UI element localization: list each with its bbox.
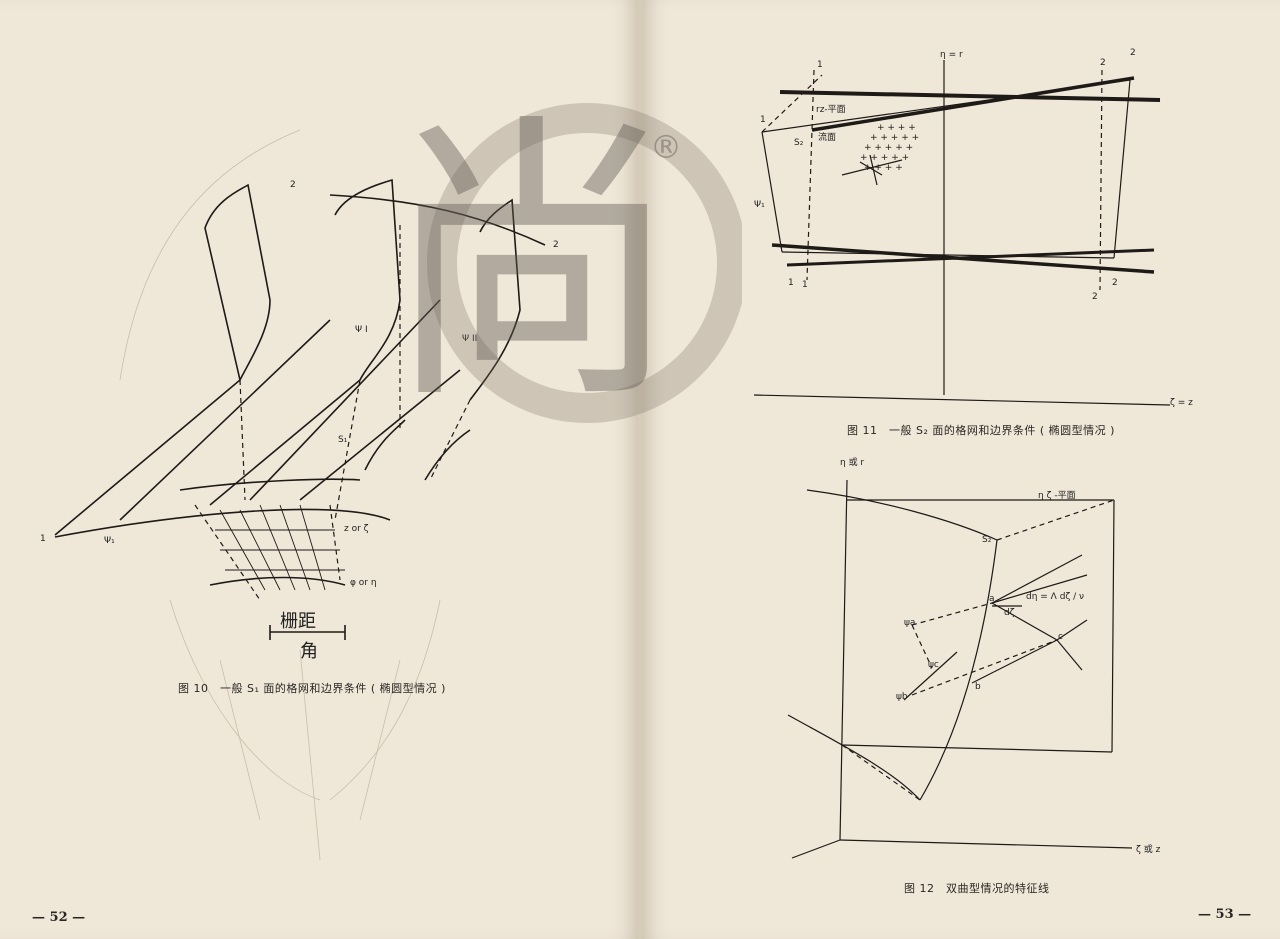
svg-text:+ + + +: + + + + [877, 123, 916, 133]
label-zeta-z: ζ = z [1170, 398, 1193, 408]
left-page: 2 2 1 Ψ₁ Ψ I Ψ II S₁ z or ζ φ or η 栅距 角 … [0, 0, 638, 939]
label-s1: S₁ [338, 435, 348, 445]
label-eta-zeta-plane: η ζ -平面 [1038, 491, 1076, 501]
label-formula: dη = Λ dζ / ν [1026, 592, 1085, 602]
label-2-top-b: 2 [1130, 48, 1136, 58]
label-psi-c: ψc [928, 660, 939, 670]
label-flow-surface: 流面 [818, 133, 837, 143]
label-1-bottom-b: 1 [802, 280, 808, 290]
svg-text:+ + + + +: + + + + + [870, 133, 919, 143]
figure10-drawing [54, 129, 546, 861]
watermark-glyph: 尚 [382, 90, 682, 439]
right-page: + + + + + + + + + + + + + + + + + + + + … [642, 0, 1280, 939]
label-2-top: 2 [290, 180, 296, 190]
label-z-or-zeta: z or ζ [344, 524, 369, 534]
label-psi1-fig11: Ψ₁ [754, 200, 765, 210]
publisher-watermark: 尚 ® [322, 58, 742, 458]
label-phi-or-eta: φ or η [350, 578, 377, 588]
label-point-c: c [1058, 632, 1063, 642]
label-eta-or-r: η 或 r [840, 458, 865, 468]
page-number-right: — 53 — [1198, 907, 1252, 922]
label-eta-r: η = r [940, 50, 963, 60]
label-zeta-or-z: ζ 或 z [1136, 845, 1161, 855]
svg-text:+ + + + +: + + + + + [864, 143, 913, 153]
figure10-caption: 图 10 一般 S₁ 面的格网和边界条件 ( 椭圆型情况 ) [178, 682, 446, 695]
label-1-top: 1 [817, 60, 823, 70]
label-psi-II: Ψ II [462, 334, 478, 344]
watermark-logo: 尚 ® [382, 90, 742, 439]
label-1-left: 1 [760, 115, 766, 125]
label-1-bottom-a: 1 [788, 278, 794, 288]
label-lattice-pitch: 栅距 [280, 611, 316, 632]
figure11-12-drawing: + + + + + + + + + + + + + + + + + + + + … [753, 60, 1171, 859]
svg-text:+ + + +: + + + + [864, 163, 903, 173]
label-psi-b: ψb [896, 692, 908, 702]
label-psi-I: Ψ I [355, 325, 368, 335]
label-psi-a: ψa [904, 618, 916, 628]
label-point-b: b [975, 682, 981, 692]
book-gutter [638, 0, 642, 939]
figure11-caption: 图 11 一般 S₂ 面的格网和边界条件 ( 椭圆型情况 ) [847, 424, 1115, 437]
label-2-bottom-b: 2 [1112, 278, 1118, 288]
label-psi-1: Ψ₁ [104, 536, 115, 546]
label-1-left: 1 [40, 534, 46, 544]
svg-text:+ + + + +: + + + + + [860, 153, 909, 163]
label-s2-fig12: S₂ [982, 535, 992, 545]
registered-mark-icon: ® [650, 128, 682, 166]
label-angle: 角 [300, 641, 318, 662]
label-d-zeta: dζ [1004, 608, 1015, 618]
label-rz-plane: rz-平面 [816, 105, 846, 115]
label-point-a: a [989, 594, 995, 604]
mesh-plus-grid: + + + + + + + + + + + + + + + + + + + + … [860, 123, 919, 173]
label-s2-fig11: S₂ [794, 138, 804, 148]
label-2-bottom-a: 2 [1092, 292, 1098, 302]
page-number-left: — 52 — [32, 910, 86, 925]
label-2-top-a: 2 [1100, 58, 1106, 68]
figure12-caption: 图 12 双曲型情况的特征线 [904, 882, 1050, 895]
label-2-right: 2 [553, 240, 559, 250]
